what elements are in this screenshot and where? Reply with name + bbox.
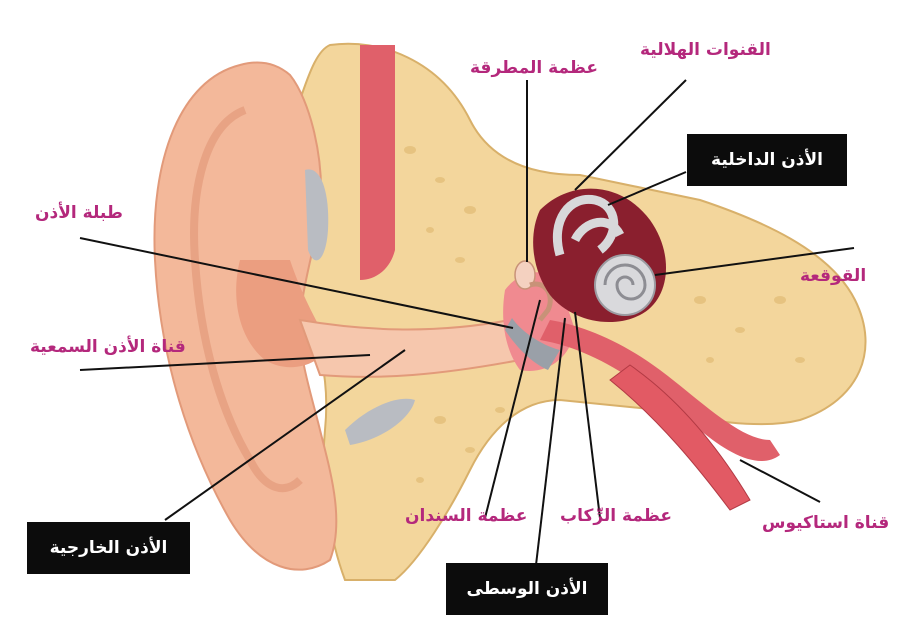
label-stapes: عظمة الرِّكاب bbox=[560, 506, 672, 526]
neck-muscle bbox=[609, 364, 751, 511]
eardrum-shape bbox=[505, 318, 560, 370]
malleus-shape bbox=[514, 260, 536, 290]
label-cochlea: القوقعة bbox=[800, 266, 867, 286]
cochlea-shape bbox=[594, 254, 656, 316]
leader-lines bbox=[79, 79, 855, 566]
label-inner-ear: الأذن الداخلية bbox=[687, 134, 847, 186]
label-eardrum: طبلة الأذن bbox=[35, 203, 123, 223]
label-ear-canal: قناة الأذن السمعية bbox=[30, 337, 186, 357]
muscle-strip bbox=[360, 45, 395, 280]
label-eustachian-tube: قناة استاكيوس bbox=[762, 513, 890, 533]
label-middle-ear: الأذن الوسطى bbox=[446, 563, 608, 615]
label-semicircular-canals: القنوات الهلالية bbox=[640, 40, 771, 60]
label-incus: عظمة السندان bbox=[405, 506, 528, 526]
pinna-inner-fold bbox=[190, 106, 303, 493]
semicircular-canals-shape bbox=[552, 194, 625, 257]
label-malleus: عظمة المطرقة bbox=[470, 58, 598, 78]
label-outer-ear: الأذن الخارجية bbox=[27, 522, 190, 574]
